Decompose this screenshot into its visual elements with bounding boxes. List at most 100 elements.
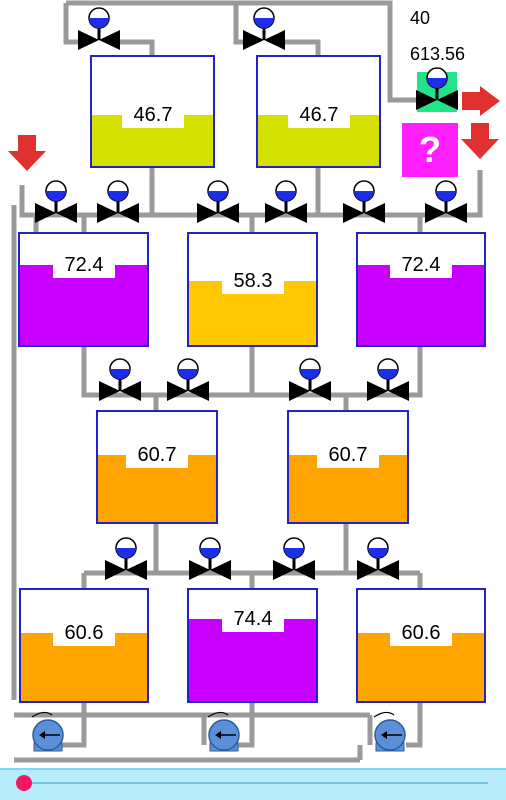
valve-level-indicator xyxy=(208,191,228,201)
tank-row2-left[interactable]: 72.4 xyxy=(18,232,149,347)
pump-rotation-mark xyxy=(207,711,229,718)
tank-row3-right[interactable]: 60.7 xyxy=(287,410,409,524)
valve-level-indicator xyxy=(178,369,198,379)
valve-r2-5[interactable] xyxy=(343,180,385,223)
valve-r3-1[interactable] xyxy=(99,358,141,401)
tank-fill xyxy=(189,619,316,701)
pump-arrow-head xyxy=(39,731,45,739)
slider-thumb[interactable] xyxy=(16,775,32,791)
valve-right-wing xyxy=(437,90,458,110)
pump-rotation-mark xyxy=(373,711,395,718)
tank-row2-middle[interactable]: 58.3 xyxy=(187,232,318,347)
valve-level-indicator xyxy=(427,78,447,88)
tank-level-label: 60.7 xyxy=(317,442,379,468)
valve-outlet[interactable] xyxy=(416,67,458,112)
tank-top-right[interactable]: 46.7 xyxy=(256,55,381,168)
valve-level-indicator xyxy=(89,18,109,28)
valve-r2-4[interactable] xyxy=(265,180,307,223)
pipe xyxy=(66,0,424,103)
valve-r2-6[interactable] xyxy=(425,180,467,223)
pump-middle-icon[interactable] xyxy=(207,711,240,752)
inlet-arrow-right-icon xyxy=(461,123,499,159)
valve-right-wing xyxy=(120,381,141,401)
tank-bottom-left[interactable]: 60.6 xyxy=(19,588,149,703)
tank-top-left[interactable]: 46.7 xyxy=(90,55,215,168)
valve-right-wing xyxy=(294,560,315,580)
valve-left-wing xyxy=(416,90,437,110)
valve-right-wing xyxy=(388,381,409,401)
tank-level-label: 60.6 xyxy=(390,620,452,646)
valve-right-wing xyxy=(218,203,239,223)
speed-slider[interactable] xyxy=(0,768,506,800)
tank-bottom-right[interactable]: 60.6 xyxy=(356,588,486,703)
pipe xyxy=(284,39,321,55)
valve-left-wing xyxy=(343,203,364,223)
valve-r3-2[interactable] xyxy=(167,358,209,401)
valve-right-wing xyxy=(210,560,231,580)
valve-left-wing xyxy=(97,203,118,223)
arrow-shaft xyxy=(18,135,36,151)
valve-right-wing xyxy=(118,203,139,223)
valve-level-indicator xyxy=(46,191,66,201)
valve-right-wing xyxy=(446,203,467,223)
pump-left-icon[interactable] xyxy=(31,711,64,752)
mystery-box[interactable]: ? xyxy=(402,123,458,177)
valve-right-wing xyxy=(126,560,147,580)
valve-r4-4[interactable] xyxy=(357,537,399,580)
arrow-head xyxy=(8,151,46,171)
valve-level-indicator xyxy=(276,191,296,201)
valve-left-wing xyxy=(357,560,378,580)
valve-right-wing xyxy=(56,203,77,223)
valve-top-2[interactable] xyxy=(243,7,285,50)
valve-r2-3[interactable] xyxy=(197,180,239,223)
valve-r4-1[interactable] xyxy=(105,537,147,580)
pump-right-icon[interactable] xyxy=(373,711,406,752)
valve-top-1[interactable] xyxy=(78,7,120,50)
valve-level-indicator xyxy=(436,191,456,201)
valve-right-wing xyxy=(99,30,120,50)
tank-level-label: 74.4 xyxy=(222,606,284,632)
tank-row3-left[interactable]: 60.7 xyxy=(96,410,218,524)
valve-level-indicator xyxy=(110,369,130,379)
arrow-shaft xyxy=(471,123,489,139)
pipe xyxy=(233,3,244,45)
tank-bottom-middle[interactable]: 74.4 xyxy=(187,588,318,703)
tank-row2-right[interactable]: 72.4 xyxy=(356,232,486,347)
outlet-arrow-icon xyxy=(462,86,500,116)
valve-left-wing xyxy=(289,381,310,401)
arrow-shaft xyxy=(462,92,482,110)
valve-r2-2[interactable] xyxy=(97,180,139,223)
valve-level-indicator xyxy=(116,548,136,558)
valve-r3-4[interactable] xyxy=(367,358,409,401)
valve-level-indicator xyxy=(108,191,128,201)
valve-left-wing xyxy=(273,560,294,580)
valve-left-wing xyxy=(425,203,446,223)
tank-level-label: 72.4 xyxy=(390,252,452,278)
pipe xyxy=(238,703,255,748)
valve-r4-2[interactable] xyxy=(189,537,231,580)
valve-left-wing xyxy=(243,30,264,50)
tank-level-label: 46.7 xyxy=(288,102,350,128)
valve-level-indicator xyxy=(254,18,274,28)
valve-r4-3[interactable] xyxy=(273,537,315,580)
valve-left-wing xyxy=(78,30,99,50)
valve-right-wing xyxy=(310,381,331,401)
tank-level-label: 60.7 xyxy=(126,442,188,468)
valve-r3-3[interactable] xyxy=(289,358,331,401)
valve-right-wing xyxy=(286,203,307,223)
pipe xyxy=(63,3,80,45)
tank-level-label: 60.6 xyxy=(53,620,115,646)
tank-level-label: 72.4 xyxy=(53,252,115,278)
valve-right-wing xyxy=(188,381,209,401)
valve-left-wing xyxy=(35,203,56,223)
pipe xyxy=(406,703,423,748)
score-display: 613.56 xyxy=(410,44,466,64)
valve-level-indicator xyxy=(300,369,320,379)
valve-level-indicator xyxy=(368,548,388,558)
tank-fill xyxy=(358,265,484,345)
slider-line xyxy=(16,782,488,784)
valve-right-wing xyxy=(364,203,385,223)
pump-arrow-head xyxy=(215,731,221,739)
valve-r2-1[interactable] xyxy=(35,180,77,223)
